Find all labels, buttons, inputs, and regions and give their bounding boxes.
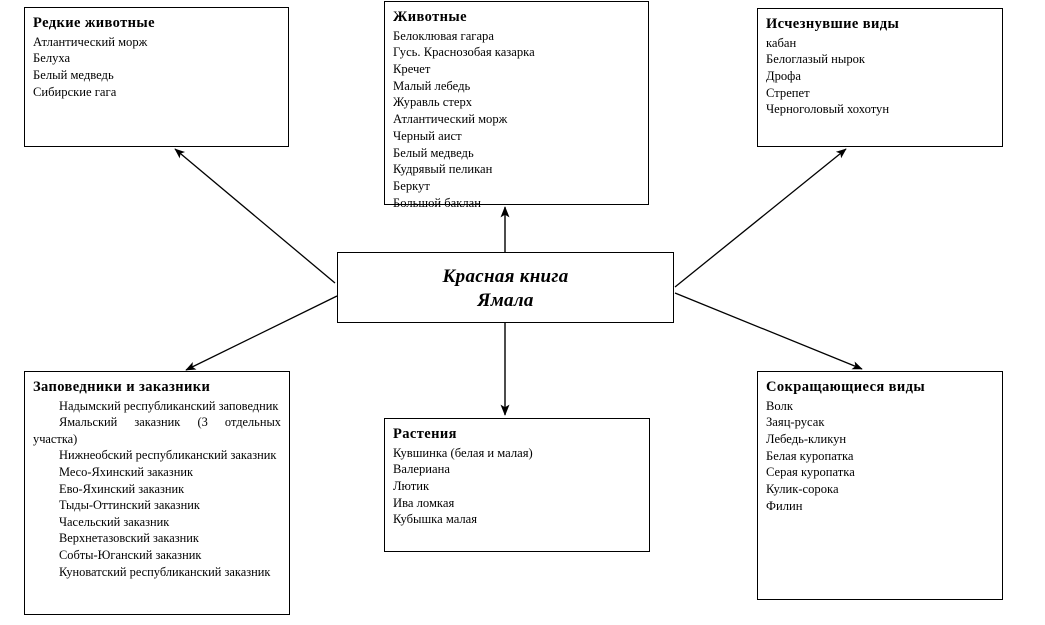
list-item: Ива ломкая	[393, 495, 455, 510]
list-item: Белоглазый нырок	[766, 52, 866, 67]
arrow-center-to-extinct-species	[674, 148, 847, 288]
list-item: Часельский заказник	[59, 514, 170, 529]
node-title-reserves: Заповедники и заказники	[33, 379, 211, 395]
node-list-animals: Белоклювая гагара Гусь. Краснозобая каза…	[393, 28, 640, 212]
list-item: Стрепет	[766, 85, 810, 100]
list-item: Собты-Юганский заказник	[59, 548, 202, 563]
node-extinct-species[interactable]: Исчезнувшие виды кабан Белоглазый нырок …	[757, 8, 1003, 147]
list-item: Нижнеобский республиканский заказник	[59, 448, 277, 463]
node-list-declining-species: Волк Заяц-русак Лебедь-кликун Белая куро…	[766, 398, 994, 515]
list-item: Ямальский заказник (3 отдельных участка)	[33, 415, 281, 446]
list-item: Сибирские гага	[33, 84, 117, 99]
list-item: Заяц-русак	[766, 415, 825, 430]
list-item: Черный аист	[393, 128, 462, 143]
node-declining-species[interactable]: Сокращающиеся виды Волк Заяц-русак Лебед…	[757, 371, 1003, 600]
list-item: Филин	[766, 498, 803, 513]
node-animals[interactable]: Животные Белоклювая гагара Гусь. Красноз…	[384, 1, 649, 210]
list-item: Кречет	[393, 62, 431, 77]
node-title-declining-species: Сокращающиеся виды	[766, 379, 926, 395]
list-item: Кувшинка (белая и малая)	[393, 445, 533, 460]
arrow-center-to-declining-species	[674, 292, 863, 370]
list-item: Серая куропатка	[766, 465, 855, 480]
list-item: Куноватский республиканский заказник	[59, 564, 271, 579]
list-item: Надымский республиканский заповедник	[59, 398, 279, 413]
node-title-animals: Животные	[393, 9, 467, 25]
arrow-center-to-reserves	[185, 295, 338, 371]
list-item: Беркут	[393, 179, 430, 194]
list-item: Кубышка малая	[393, 512, 478, 527]
center-title-line2: Ямала	[477, 289, 534, 311]
node-reserves[interactable]: Заповедники и заказники Надымский респуб…	[24, 371, 290, 615]
list-item: Большой баклан	[393, 195, 482, 210]
list-item: Гусь. Краснозобая казарка	[393, 45, 535, 60]
node-plants[interactable]: Растения Кувшинка (белая и малая) Валери…	[384, 418, 650, 552]
list-item: Кудрявый пеликан	[393, 162, 493, 177]
list-item: Валериана	[393, 462, 450, 477]
node-list-rare-animals: Атлантический морж Белуха Белый медведь …	[33, 34, 280, 101]
center-title: Красная книга Ямала	[442, 265, 568, 313]
list-item: Малый лебедь	[393, 78, 471, 93]
node-title-plants: Растения	[393, 426, 457, 442]
list-item: Белуха	[33, 51, 71, 66]
node-center-red-book[interactable]: Красная книга Ямала	[337, 252, 674, 323]
list-item: Белоклювая гагара	[393, 28, 494, 43]
list-item: Атлантический морж	[393, 112, 508, 127]
list-item: Ево-Яхинский заказник	[59, 481, 185, 496]
node-rare-animals[interactable]: Редкие животные Атлантический морж Белух…	[24, 7, 289, 147]
list-item: Черноголовый хохотун	[766, 102, 890, 117]
list-item: Журавль стерх	[393, 95, 473, 110]
list-item: Белая куропатка	[766, 448, 854, 463]
list-item: Верхнетазовский заказник	[59, 531, 199, 546]
arrow-center-to-rare-animals	[174, 148, 336, 284]
node-list-extinct-species: кабан Белоглазый нырок Дрофа Стрепет Чер…	[766, 35, 994, 119]
list-item: Атлантический морж	[33, 34, 148, 49]
center-title-line1: Красная книга	[442, 265, 569, 287]
list-item: Кулик-сорока	[766, 482, 839, 497]
node-title-extinct-species: Исчезнувшие виды	[766, 16, 900, 32]
list-item: кабан	[766, 35, 797, 50]
list-item: Белый медведь	[33, 68, 114, 83]
list-item: Дрофа	[766, 69, 801, 84]
list-item: Лютик	[393, 479, 430, 494]
list-item: Лебедь-кликун	[766, 432, 847, 447]
list-item: Тыды-Оттинский заказник	[59, 498, 200, 513]
node-list-plants: Кувшинка (белая и малая) Валериана Лютик…	[393, 445, 641, 529]
node-list-reserves: Надымский республиканский заповедник Яма…	[33, 398, 281, 581]
node-title-rare-animals: Редкие животные	[33, 15, 155, 31]
list-item: Месо-Яхинский заказник	[59, 464, 193, 479]
list-item: Белый медведь	[393, 145, 474, 160]
list-item: Волк	[766, 398, 793, 413]
